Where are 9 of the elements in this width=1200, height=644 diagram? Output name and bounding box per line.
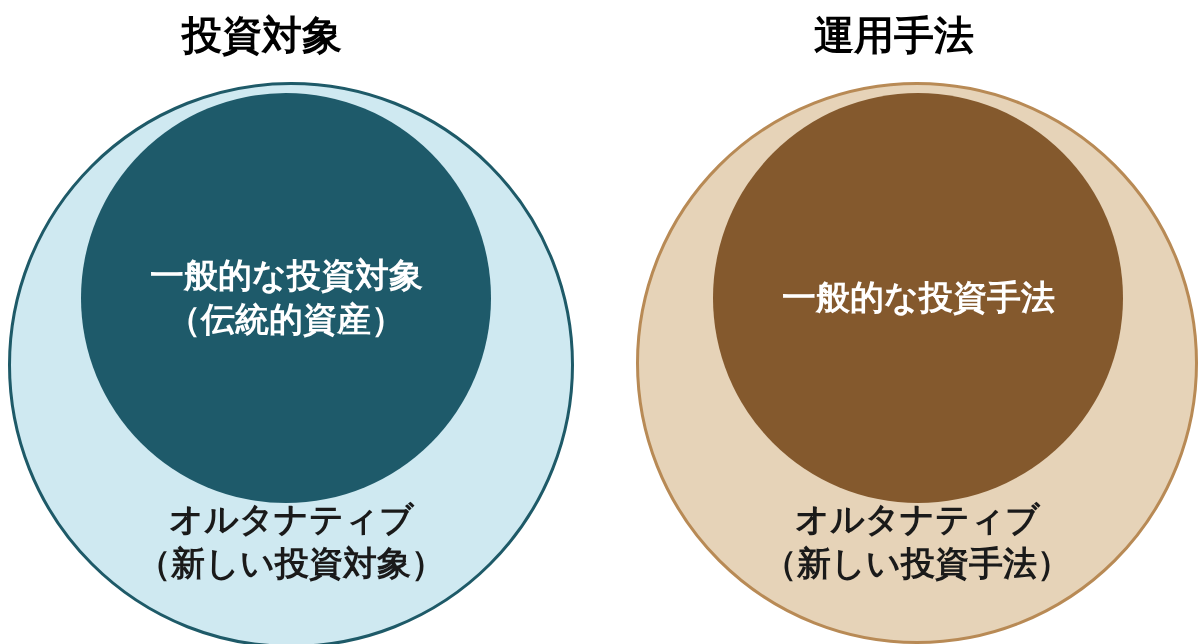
circle-label: （新しい投資対象） [137, 542, 445, 585]
circle-label: （伝統的資産） [167, 298, 405, 341]
column-heading: 運用手法 [814, 11, 974, 60]
circle-label: 一般的な投資対象 [149, 254, 423, 297]
column-heading: 投資対象 [182, 11, 342, 60]
circle-label: オルタナティブ [794, 498, 1040, 541]
circle-label: 一般的な投資手法 [781, 276, 1055, 319]
circle-label: （新しい投資手法） [763, 542, 1071, 585]
circle-label: オルタナティブ [168, 498, 414, 541]
